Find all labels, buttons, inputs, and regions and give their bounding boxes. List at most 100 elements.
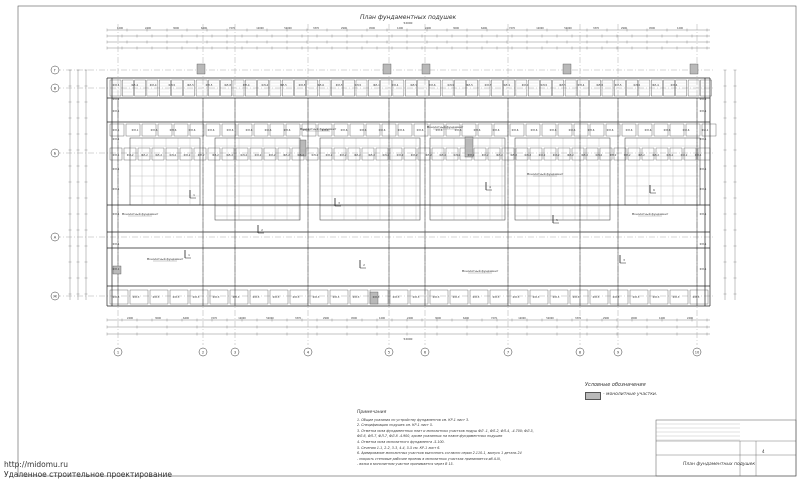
note-line: ФЛ-6, ФЛ-7, ФЛ-7, ФЛ-8 -4.900, кроме ука… [357,434,503,439]
pad-label: ФЛ-3 [693,295,700,299]
axis-label-column: 2 [202,350,204,354]
dim-label: 6400 [481,27,488,30]
pad-label: ФЛ-2 [624,153,631,157]
pad-label: ФЛ-3 [373,295,380,299]
pad-label: ФЛ-1 [113,97,120,101]
pad-label: ФЛ-4 [150,83,157,87]
pad-label: ФЛ-8 [596,83,603,87]
pad-label: ФЛ-3 [253,295,260,299]
pad-label: ФЛ-1 [700,97,707,101]
room-outline [624,137,701,206]
pad-cell [543,147,557,161]
pad-cell [306,79,318,97]
pad-cell [221,123,237,137]
pad-label: ФЛ-1 [113,187,120,191]
pad-label: ФЛ-7 [485,83,492,87]
pad-label: ФЛ-6 [531,128,538,132]
pad-cell [701,123,717,137]
pad-cell [649,289,669,305]
pad-cell [195,79,208,97]
pad-cell [627,147,641,161]
pad-cell [380,79,392,97]
pad-label: ФЛ-3 [473,295,480,299]
dim-label: 2900 [621,27,628,30]
pad-label: ФЛ-2 [269,153,276,157]
pad-label: ФЛ-6 [317,83,324,87]
pad-cell [651,79,663,97]
pad-cell [571,147,585,161]
pad-label: ФЛ-3 [213,295,220,299]
pad-cell [491,79,503,97]
drawing-title: План фундаментных подушек [360,14,457,21]
monolith-area [562,63,572,75]
stamp-sheet-number: 4 [762,449,765,454]
dim-label-overall: 52000 [404,337,413,341]
pad-label: ФЛ-3 [553,295,560,299]
room-outline [319,137,421,221]
pad-cell [466,79,478,97]
pad-cell [557,123,573,137]
note-line: 3. Отметка низа фундаментных плит и моно… [357,428,534,433]
axis-bubble-row [50,232,60,242]
pad-cell [454,79,466,97]
dim-label: 3000 [453,27,460,30]
axis-bubble-column [575,347,585,357]
pad-label: ФЛ-2 [411,153,418,157]
pad-cell [613,147,627,161]
pad-cell [269,289,289,305]
pad-cell [235,147,249,161]
axis-label-row: А [54,235,57,239]
pad-cell [349,123,365,137]
pad-cell [564,79,577,97]
pad-cell [655,147,669,161]
pad-cell [697,147,711,161]
monolith-label: Монолитный фундамент [147,257,184,261]
pad-cell [129,289,149,305]
pad-label: ФЛ-1 [113,242,120,246]
pad-cell [528,79,540,97]
pad-label: ФЛ-8 [224,83,231,87]
pad-cell [552,79,564,97]
pad-cell [347,147,361,161]
pad-label: ФЛ-1 [700,212,707,216]
pad-cell [569,289,589,305]
pad-cell [429,123,445,137]
dim-label: 1200 [117,27,124,30]
pad-cell [609,289,629,305]
axis-label-column: 9 [617,350,620,354]
notes-heading: Примечания [357,410,387,415]
pad-label: ФЛ-2 [610,153,617,157]
pad-label: ФЛ-3 [173,295,180,299]
axis-bubble-row [50,291,60,301]
pad-label: ФЛ-5 [187,83,194,87]
pad-label: ФЛ-2 [453,153,460,157]
pad-cell [157,123,173,137]
section-label: 2 [261,228,263,232]
pad-cell [263,147,277,161]
pad-cell [687,79,700,97]
pad-cell [589,289,609,305]
legend-heading: Условные обозначения [585,382,646,388]
pad-label: ФЛ-2 [340,153,347,157]
pad-label: ФЛ-2 [524,153,531,157]
pad-cell [137,147,151,161]
dim-label: 3000 [155,317,162,320]
pad-cell [343,79,355,97]
watermark-url[interactable]: http://midomu.ru [4,460,68,469]
pad-label: ФЛ-6 [569,128,576,132]
pad-cell [183,79,195,97]
pad-cell [109,79,122,97]
dim-label: 2900 [603,317,610,320]
pad-cell [637,123,653,137]
pad-label: ФЛ-2 [311,153,318,157]
pad-label: ФЛ-3 [593,295,600,299]
pad-cell [621,123,637,137]
pad-label: ФЛ-3 [513,295,520,299]
pad-cell [282,79,294,97]
pad-label: ФЛ-5 [168,83,175,87]
room-outline [129,137,201,206]
pad-label: ФЛ-5 [633,83,640,87]
pad-cell [629,289,649,305]
pad-label: ФЛ-5 [299,83,306,87]
pad-label: ФЛ-6 [512,128,519,132]
